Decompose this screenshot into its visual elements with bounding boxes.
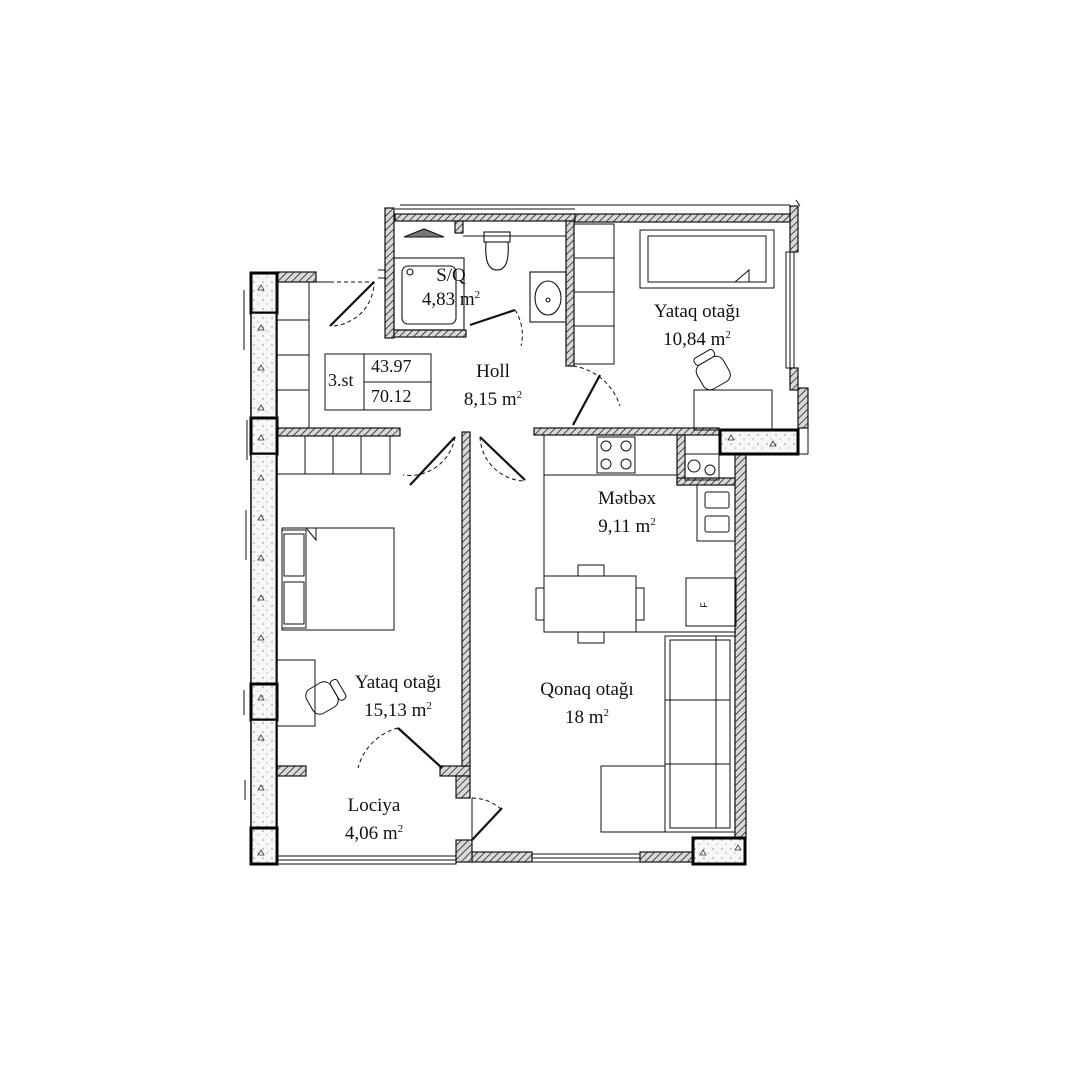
bedroom-top-furniture <box>639 229 775 431</box>
apartment-code-label: 3.st <box>328 370 354 390</box>
apartment-area-living: 43.97 <box>371 356 412 376</box>
room-label-bedroom-left: Yataq otağı 15,13 m2 <box>355 671 441 723</box>
bedroom-left-furniture <box>276 527 395 727</box>
room-name: Lociya <box>347 795 401 816</box>
room-area: 18 m2 <box>564 707 610 728</box>
room-name: Holl <box>476 361 510 382</box>
room-name: Yataq otağı <box>653 301 741 322</box>
bathroom-fixtures <box>393 228 567 331</box>
room-label-bathroom: S/Q 4,83 m2 <box>422 264 480 312</box>
fridge-mark: F <box>699 602 709 608</box>
room-area: 15,13 m2 <box>364 700 432 721</box>
column-marks <box>257 284 777 856</box>
top-lines <box>378 199 801 279</box>
room-label-hall: Holl 8,15 m2 <box>464 360 522 412</box>
room-name: S/Q <box>436 265 466 286</box>
doors <box>275 281 621 841</box>
room-area: 4,83 m2 <box>421 289 481 310</box>
living-sofa <box>600 635 736 833</box>
apartment-code-box <box>324 353 432 411</box>
room-name: Qonaq otağı <box>540 679 634 700</box>
room-area: 10,84 m2 <box>663 329 731 350</box>
room-area: 8,15 m2 <box>463 389 523 410</box>
room-name: Mətbəx <box>597 488 657 509</box>
room-name: Yataq otağı <box>354 672 442 693</box>
kitchen-fixtures <box>535 434 737 644</box>
room-area: 4,06 m2 <box>344 823 404 844</box>
room-label-loggia: Lociya 4,06 m2 <box>345 794 403 846</box>
room-label-kitchen: Mətbəx 9,11 m2 <box>598 487 656 539</box>
apartment-area-total: 70.12 <box>371 386 412 406</box>
room-area: 9,11 m2 <box>598 516 656 537</box>
room-label-living: Qonaq otağı 18 m2 <box>540 678 633 730</box>
room-label-bedroom-top: Yataq otağı 10,84 m2 <box>654 300 740 352</box>
wardrobes <box>275 223 615 475</box>
outlines <box>243 204 809 865</box>
